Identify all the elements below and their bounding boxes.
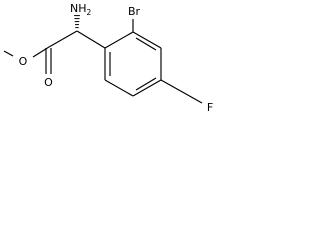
molecule-diagram: O O NH2 Br F [3,2,213,114]
bond-methyl-oxygen [3,50,14,57]
stereo-hashed-wedge [74,15,80,29]
bond-ring-fluorine [160,79,203,104]
bond-oxygen-carbonyl [32,46,50,58]
benzene-ring [104,31,162,97]
atom-amine: NH2 [70,2,92,17]
bond-carbonyl-alpha [48,30,78,48]
atom-bromine: Br [128,5,141,18]
bond-alpha-ring [76,30,106,49]
atom-methoxy-oxygen: O [19,55,28,68]
atom-carbonyl-oxygen: O [44,76,53,89]
atom-fluorine: F [207,101,213,114]
